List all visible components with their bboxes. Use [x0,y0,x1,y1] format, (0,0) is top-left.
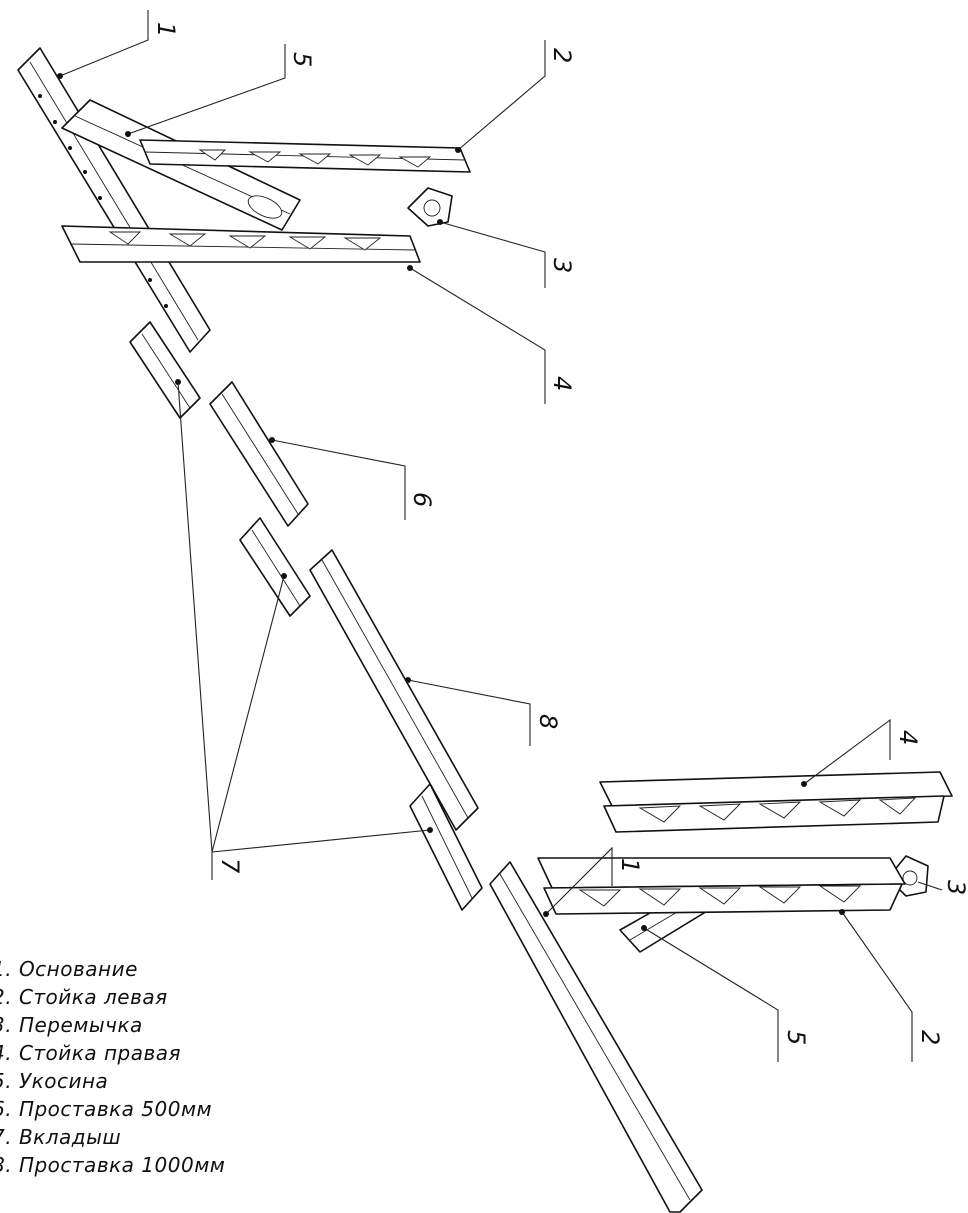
part-left-post-top [139,139,471,173]
part-insert-1 [129,321,201,419]
part-left-post-bottom [537,857,906,915]
part-base-bottom [489,861,703,1213]
legend-item-7: 7. Вкладыш [0,1125,121,1149]
callout-3-top: 3 [548,258,576,273]
legend-item-2: 2. Стойка левая [0,985,168,1009]
part-base-top [17,47,211,353]
legend-item-5: 5. Укосина [0,1069,108,1093]
callout-5-top: 5 [288,52,316,67]
callout-5-bottom: 5 [782,1030,810,1045]
part-insert-3 [409,783,483,911]
callout-4-top: 4 [548,376,576,391]
part-spacer-500 [209,381,309,527]
callout-8: 8 [534,714,562,729]
legend-item-4: 4. Стойка правая [0,1041,181,1065]
part-right-post-bottom [599,771,953,833]
callout-1-bottom: 1 [616,858,644,873]
part-right-post-top [61,225,421,263]
leaders [57,10,943,1062]
part-bridge-top [407,187,453,227]
callout-2-bottom: 2 [916,1030,944,1045]
legend: 1. Основание 2. Стойка левая 3. Перемычк… [0,957,225,1177]
legend-item-8: 8. Проставка 1000мм [0,1153,225,1177]
callout-1-top: 1 [152,22,180,37]
callout-4-bottom: 4 [894,730,922,745]
legend-item-6: 6. Проставка 500мм [0,1097,212,1121]
callout-3-bottom: 3 [942,880,968,895]
callout-7: 7 [216,858,244,874]
part-insert-2 [239,517,311,617]
part-spacer-1000 [309,549,479,831]
legend-item-3: 3. Перемычка [0,1013,143,1037]
callout-6: 6 [408,492,436,507]
legend-item-1: 1. Основание [0,957,138,981]
callout-2-top: 2 [548,48,576,63]
